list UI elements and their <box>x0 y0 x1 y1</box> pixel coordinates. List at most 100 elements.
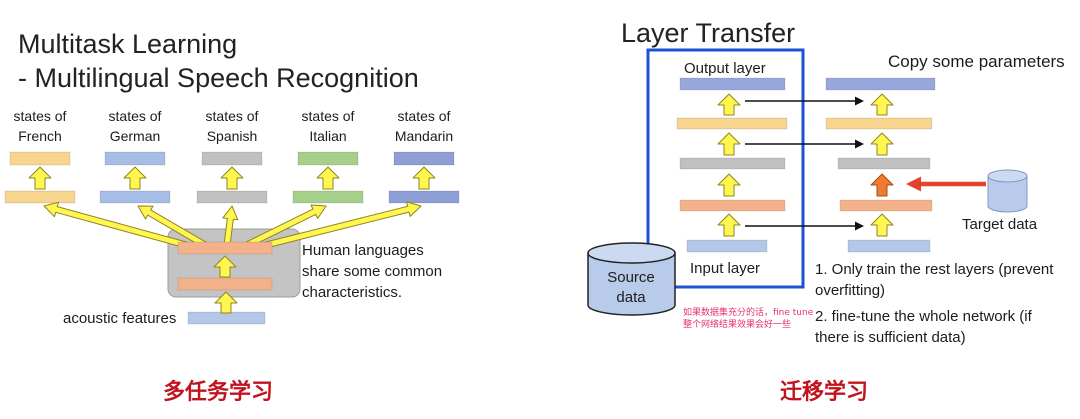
annotation-line: 如果数据集充分的话，fine tune <box>683 308 814 318</box>
cylinder-body <box>587 252 676 316</box>
source-input-layer <box>686 239 768 253</box>
task-label-line1: states of <box>108 108 162 124</box>
up-arrow-icon <box>28 166 52 190</box>
option-line: 2. fine-tune the whole network (if <box>815 308 1032 325</box>
task-column-mandarin <box>388 151 460 204</box>
task-column-spanish <box>196 151 268 204</box>
note-line: characteristics. <box>302 284 403 301</box>
french-output-layer <box>9 151 71 166</box>
source-output-layer <box>679 77 786 91</box>
mandarin-output-layer <box>393 151 455 166</box>
target-hidden-layer-1 <box>839 199 933 212</box>
multitask-title: Multitask Learning <box>18 29 238 59</box>
task-label-italian: states of Italian <box>290 106 366 146</box>
output-layer-label: Output layer <box>684 60 766 77</box>
note-line: Human languages <box>302 242 424 259</box>
annotation-line: 整个网络结果效果会好一些 <box>683 320 792 330</box>
task-label-spanish: states of Spanish <box>194 106 270 146</box>
task-label-line2: Italian <box>309 128 347 144</box>
task-label-line1: states of <box>301 108 355 124</box>
up-arrow-icon <box>214 291 238 314</box>
german-hidden-layer <box>99 190 171 204</box>
source-data-line2: data <box>616 289 646 306</box>
source-data-cylinder-icon <box>587 242 676 316</box>
target-data-cylinder-icon <box>987 169 1028 213</box>
fan-arrow-french <box>43 201 188 249</box>
target-input-layer <box>847 239 931 253</box>
note-line: share some common <box>302 263 443 280</box>
up-arrow-icon <box>717 213 741 237</box>
french-hidden-layer <box>4 190 76 204</box>
italian-output-layer <box>297 151 359 166</box>
copy-parameters-label: Copy some parameters <box>888 52 1065 71</box>
up-arrow-icon <box>717 93 741 116</box>
source-network-stack <box>676 77 788 253</box>
task-label-line1: states of <box>13 108 67 124</box>
up-arrow-icon <box>717 173 741 197</box>
copy-arrow-icon <box>745 96 864 106</box>
acoustic-input-layer <box>187 311 266 325</box>
up-arrow-icon <box>870 132 894 156</box>
target-hidden-layer-3 <box>825 117 933 130</box>
multitask-diagram <box>4 151 460 325</box>
cylinder-body <box>987 175 1028 213</box>
source-data-label: Source data <box>591 268 671 308</box>
task-column-french <box>4 151 76 204</box>
layer-transfer-diagram <box>587 48 1028 316</box>
task-label-line2: Spanish <box>206 128 258 144</box>
up-arrow-icon <box>870 93 894 116</box>
option-line: overfitting) <box>815 282 886 299</box>
layer-transfer-title: Layer Transfer <box>621 18 796 48</box>
option-line: 1. Only train the rest layers (prevent <box>815 261 1054 278</box>
source-hidden-layer-3 <box>676 117 788 130</box>
spanish-hidden-layer <box>196 190 268 204</box>
source-hidden-layer-2 <box>679 157 786 170</box>
trainable-up-arrow-icon <box>870 173 894 197</box>
acoustic-features-label: acoustic features <box>63 310 177 327</box>
source-hidden-layer-1 <box>679 199 786 212</box>
task-label-line1: states of <box>397 108 451 124</box>
italian-hidden-layer <box>292 190 364 204</box>
input-layer-label: Input layer <box>690 260 761 277</box>
cylinder-top <box>987 169 1028 183</box>
option-1-text: 1. Only train the rest layers (prevent o… <box>815 259 1053 301</box>
copy-parameter-arrows <box>745 96 864 231</box>
fan-arrow-italian <box>245 204 327 249</box>
up-arrow-icon <box>316 166 340 190</box>
up-arrow-icon <box>870 213 894 237</box>
task-label-line1: states of <box>205 108 259 124</box>
target-data-label: Target data <box>962 216 1038 233</box>
fan-arrow-spanish <box>222 205 239 246</box>
shared-lower-layer <box>177 277 273 291</box>
task-label-line2: Mandarin <box>394 128 454 144</box>
shared-layers-note: Human languages share some common charac… <box>302 240 442 303</box>
spanish-output-layer <box>201 151 263 166</box>
up-arrow-icon <box>220 166 244 190</box>
german-output-layer <box>104 151 166 166</box>
fine-tune-annotation: 如果数据集充分的话，fine tune 整个网络结果效果会好一些 <box>683 307 813 331</box>
shared-upper-layer <box>177 241 273 255</box>
task-label-mandarin: states of Mandarin <box>386 106 462 146</box>
up-arrow-icon <box>412 166 436 190</box>
cylinder-top <box>587 242 676 264</box>
transfer-caption: 迁移学习 <box>779 380 868 405</box>
fan-arrow-mandarin <box>264 201 422 249</box>
target-data-arrow-icon <box>906 176 986 192</box>
mandarin-hidden-layer <box>388 190 460 204</box>
copy-arrow-icon <box>745 139 864 149</box>
task-label-german: states of German <box>97 106 173 146</box>
up-arrow-icon <box>213 255 237 278</box>
task-label-french: states of French <box>2 106 78 146</box>
copy-arrow-icon <box>745 221 864 231</box>
target-hidden-layer-2 <box>837 157 931 170</box>
fan-out-arrows <box>43 201 422 249</box>
up-arrow-icon <box>123 166 147 190</box>
target-output-layer <box>825 77 936 91</box>
option-2-text: 2. fine-tune the whole network (if there… <box>815 306 1032 348</box>
up-arrow-icon <box>717 132 741 156</box>
task-label-line2: German <box>109 128 161 144</box>
task-label-line2: French <box>18 128 62 144</box>
option-line: there is sufficient data) <box>815 329 966 346</box>
